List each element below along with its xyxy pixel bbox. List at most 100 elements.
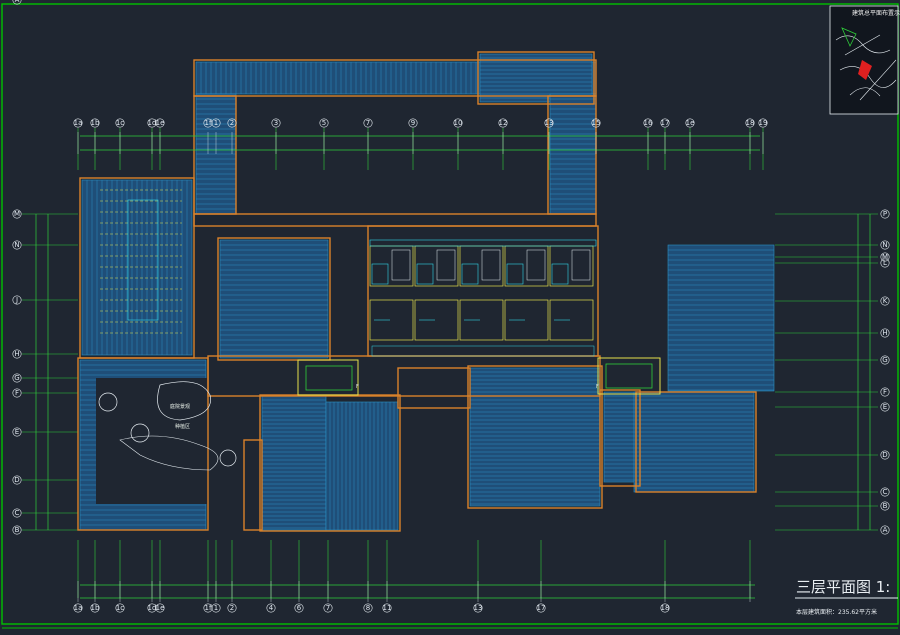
axis-left-circle [12, 0, 22, 5]
axis-left-circle [12, 427, 22, 437]
axis-bottom-label: 1c [116, 604, 124, 612]
courtyard-label: 庭院景观 [170, 403, 190, 410]
axis-bottom-circle [266, 603, 276, 613]
axis-bottom-label: 2 [230, 604, 234, 612]
axis-top-circle [453, 118, 463, 128]
axis-right-circle [880, 525, 890, 535]
roof-areas [79, 53, 775, 531]
axis-right-label: N [882, 241, 887, 249]
axis-top-label: 18 [746, 119, 755, 127]
axis-top-label: 15 [592, 119, 601, 127]
axis-bottom-circle [382, 603, 392, 613]
stair-east-label: F [596, 384, 599, 390]
location-inset-map: 建筑总平面布置示意 [829, 5, 900, 115]
axis-left-label: C [15, 509, 20, 517]
axis-top-circle [90, 118, 100, 128]
axis-right-circle [880, 252, 890, 262]
guestroom-lower [414, 299, 459, 341]
area-note: 本层建筑面积：235.62平方米 [796, 608, 877, 616]
axis-bottom-label: 18 [661, 604, 670, 612]
axis-right-label: H [882, 329, 887, 337]
axis-top-circle [211, 118, 221, 128]
northwest-cyan-frame [127, 199, 159, 321]
wall-east-low [635, 391, 757, 493]
axis-left-label: H [14, 350, 19, 358]
axis-bottom-label: 7 [326, 604, 330, 612]
axis-bottom-label: 1e [156, 604, 165, 612]
axis-left-label: G [14, 374, 19, 382]
corridor-strip [371, 345, 595, 357]
axis-top-circle [155, 118, 165, 128]
bed [436, 249, 456, 281]
axis-top-circle [203, 118, 213, 128]
axis-right-label: D [882, 451, 887, 459]
wall-top-block [477, 51, 595, 105]
guestroom-lower [504, 299, 549, 341]
axis-right-label: G [882, 356, 887, 364]
axis-left-circle [12, 475, 22, 485]
axis-left-circle [12, 508, 22, 518]
axis-top-circle [115, 118, 125, 128]
axis-top-circle [685, 118, 695, 128]
balcony-rail [369, 239, 597, 247]
axis-top-circle [271, 118, 281, 128]
axis-left-label: N [14, 241, 19, 249]
axis-top-circle [227, 118, 237, 128]
axis-right-circle [880, 209, 890, 219]
axis-right-label: P [883, 210, 887, 218]
axis-top-label: 12 [499, 119, 508, 127]
axis-bottom-circle [660, 603, 670, 613]
wall-guestroom-block [367, 225, 599, 357]
axis-right-circle [880, 387, 890, 397]
axis-bottom-label: 4 [269, 604, 274, 612]
guestroom-lower [459, 299, 504, 341]
axis-bottom-label: 1b [91, 604, 100, 612]
axis-left-label: B [15, 526, 20, 534]
axis-top-label: 9 [411, 119, 415, 127]
axis-top-circle [758, 118, 768, 128]
roof-south-west-fill [261, 395, 327, 531]
axis-left-label: J [15, 296, 18, 304]
axis-bottom-circle [90, 603, 100, 613]
axis-top-circle [73, 118, 83, 128]
axis-right-circle [880, 355, 890, 365]
inset-title: 建筑总平面布置示意 [852, 9, 900, 17]
axis-top-circle [745, 118, 755, 128]
axis-right-label: L [883, 259, 887, 267]
axis-bottom-label: 17 [537, 604, 546, 612]
axis-bottom-label: 1 [214, 604, 218, 612]
axis-left-circle [12, 373, 22, 383]
axis-bottom-circle [227, 603, 237, 613]
guestroom-lower [369, 299, 414, 341]
axis-top-label: 1e [156, 119, 165, 127]
axis-left-label: F [15, 389, 19, 397]
axis-right-label: K [883, 297, 888, 305]
axis-bottom-label: 11 [383, 604, 392, 612]
axis-bottom-label: 1f [205, 604, 212, 612]
wall-south-step [243, 439, 263, 531]
axis-right-label: E [883, 403, 887, 411]
bathroom [506, 263, 524, 285]
axis-top-circle [363, 118, 373, 128]
axis-right-circle [880, 240, 890, 250]
axis-top-circle [408, 118, 418, 128]
axis-right-circle [880, 501, 890, 511]
axis-bottom-circle [147, 603, 157, 613]
axis-right-circle [880, 258, 890, 268]
wall-south-east [599, 389, 641, 487]
roof-east-low-fill [633, 391, 755, 493]
wall-north-corridor [193, 213, 597, 227]
axis-top-circle [498, 118, 508, 128]
axis-top-label: 1a [74, 119, 83, 127]
drawing-title: 三层平面图 1: [796, 578, 890, 596]
axis-top-circle [660, 118, 670, 128]
staircase-east: F [596, 357, 661, 395]
axis-top-label: 1c [116, 119, 124, 127]
axis-top-circle [544, 118, 554, 128]
drawing-frame [1, 3, 899, 625]
axis-bottom-circle [155, 603, 165, 613]
axis-bottom-label: 8 [366, 604, 370, 612]
axis-bottom-circle [73, 603, 83, 613]
axis-right-label: F [883, 388, 887, 396]
